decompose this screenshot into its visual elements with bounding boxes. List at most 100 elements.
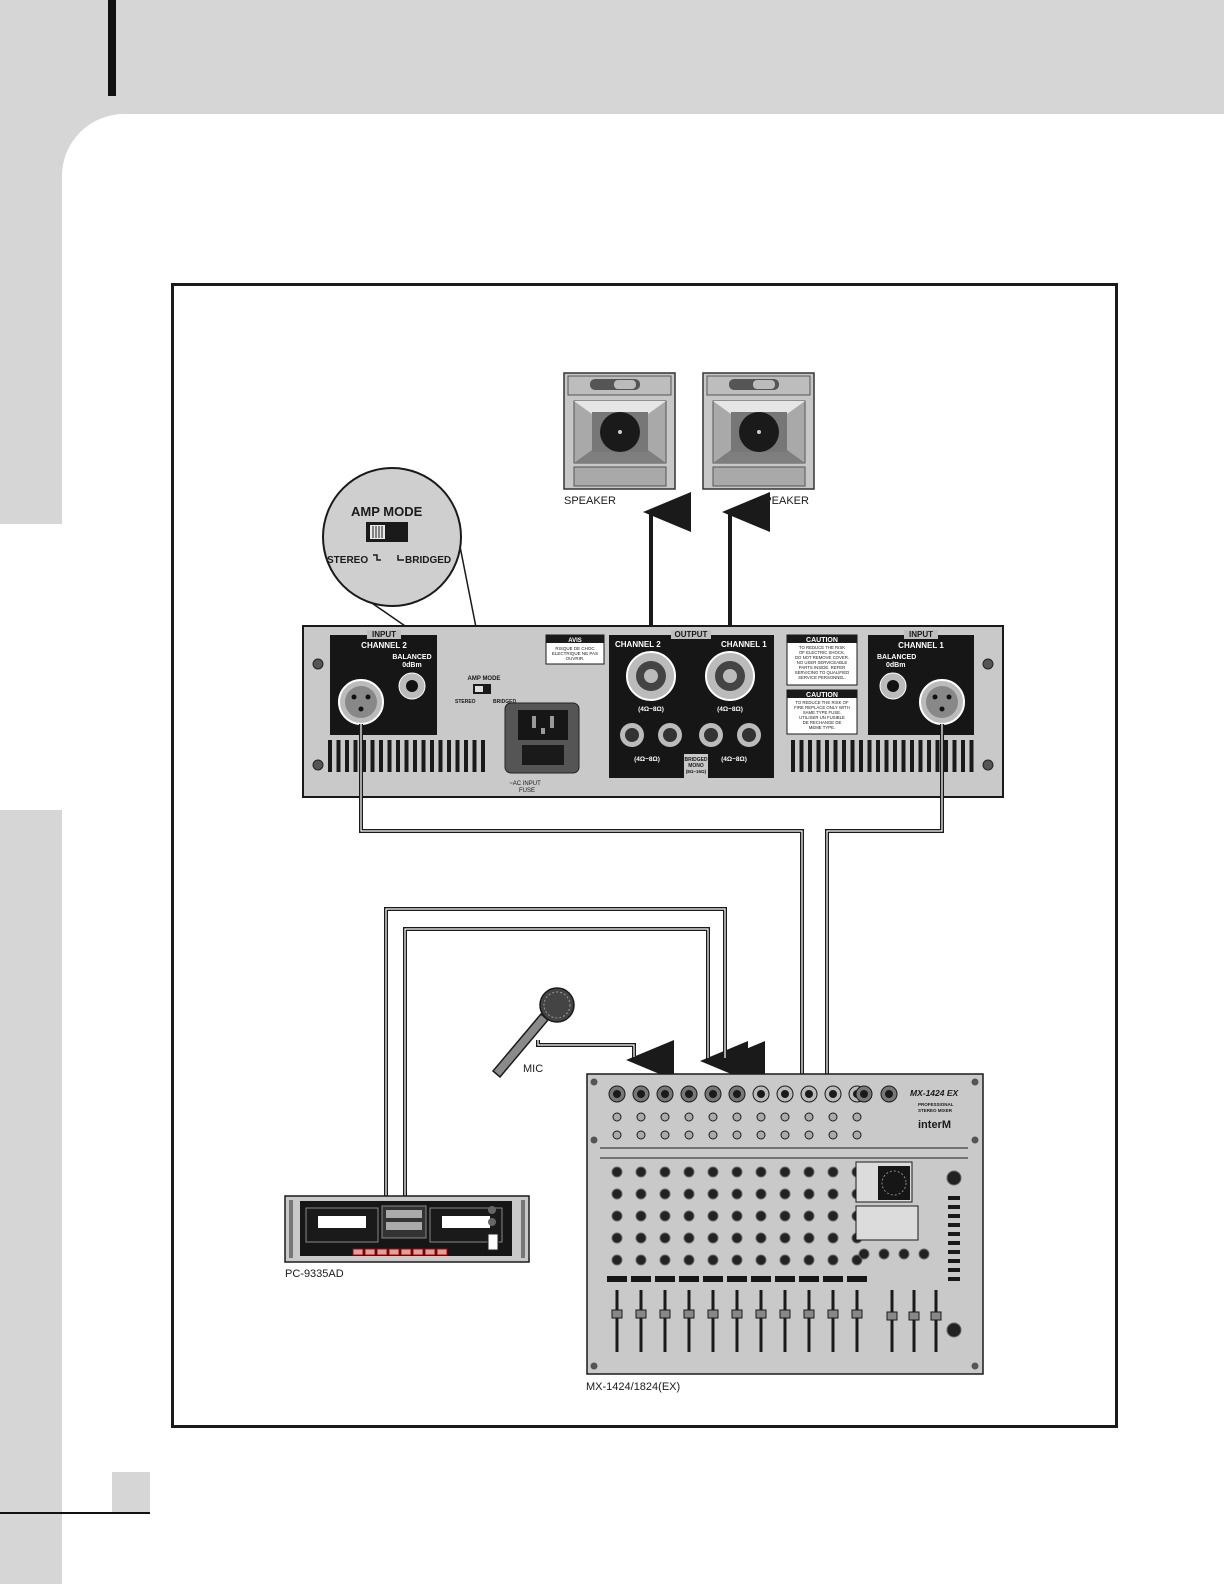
mixer-fader-track — [615, 1290, 619, 1352]
vent-slot — [952, 740, 957, 772]
mixer-knob — [659, 1166, 671, 1178]
mixer-knob — [827, 1232, 839, 1244]
mixer-line-jack — [684, 1112, 694, 1122]
fuse-label: FUSE — [519, 788, 535, 794]
input-ch2-tag: INPUT — [372, 630, 396, 639]
mixer-knob — [635, 1232, 647, 1244]
input-ch1-level: 0dBm — [886, 662, 905, 669]
header-rule — [108, 0, 116, 96]
mixer-master-fader-track — [912, 1290, 916, 1352]
input-ch1-tag: INPUT — [909, 630, 933, 639]
mixer-master-fader-cap — [886, 1311, 898, 1321]
mixer-knob — [779, 1254, 791, 1266]
bridged-impedance: (8Ω~16Ω) — [686, 769, 707, 774]
mixer-knob — [803, 1188, 815, 1200]
mixer-line-jack — [636, 1112, 646, 1122]
mixer-fader-track — [663, 1290, 667, 1352]
mixer-line-jack — [828, 1112, 838, 1122]
caution-1-line: DO NOT REMOVE COVER. — [795, 655, 849, 660]
ac-input-label: ~AC INPUT — [509, 781, 541, 787]
mixer-meter-led — [948, 1205, 960, 1209]
input-ch2-balanced: BALANCED — [392, 654, 431, 661]
mixer-channel-strips — [607, 1085, 962, 1352]
mixer-knob — [731, 1188, 743, 1200]
vent-slot — [961, 740, 965, 772]
mixer-knob — [707, 1188, 719, 1200]
vent-slot — [328, 740, 332, 772]
mixer-knob — [683, 1210, 695, 1222]
vent-slot — [447, 740, 451, 772]
bind-left-impedance: (4Ω~8Ω) — [634, 756, 660, 763]
caution-2-line: TO REDUCE THE RISK OF — [795, 700, 849, 705]
mixer-fader-cap — [659, 1309, 671, 1319]
mixer-knob — [755, 1232, 767, 1244]
avis-line-2: ELECTRIQUE NE PAS — [552, 651, 598, 656]
mixer-knob — [803, 1254, 815, 1266]
mixer-meter-led — [948, 1223, 960, 1227]
output-tag: OUTPUT — [675, 630, 708, 639]
panel-bridged-label: BRIDGED — [493, 699, 516, 705]
mixer-knob — [755, 1188, 767, 1200]
inset-bridged-label: BRIDGED — [405, 555, 451, 566]
speaker-left — [563, 372, 676, 490]
mixer-knob — [635, 1188, 647, 1200]
avis-line-1: RISQUE DE CHOC — [555, 646, 595, 651]
caution-2-line: UTILISER UN FUSIBLE — [799, 715, 845, 720]
vent-slot — [884, 740, 889, 772]
vent-slot — [944, 740, 948, 772]
mixer-subtitle-2: STEREO MIXER — [918, 1108, 953, 1113]
mixer-brand: interM — [918, 1119, 951, 1131]
input-ch2-level: 0dBm — [402, 662, 421, 669]
inset-title: AMP MODE — [351, 504, 423, 519]
vent-slot — [799, 740, 804, 772]
mixer-knob — [683, 1166, 695, 1178]
input-ch2-channel: CHANNEL 2 — [361, 641, 407, 650]
page-number-box — [112, 1472, 150, 1512]
mixer-fader-cap — [779, 1309, 791, 1319]
caution-2-line: DE RECHANGE DE — [803, 720, 842, 725]
mixer-fader-track — [711, 1290, 715, 1352]
mixer-master-knob — [858, 1248, 870, 1260]
mixer-fader-track — [855, 1290, 859, 1352]
input-ch1-channel: CHANNEL 1 — [898, 641, 944, 650]
panel-amp-mode-title: AMP MODE — [468, 676, 501, 682]
bridged-label: BRIDGED — [684, 757, 707, 763]
mixer-knob — [827, 1210, 839, 1222]
mixer-master-fader-track — [890, 1290, 894, 1352]
mixer-master-fader-cap — [908, 1311, 920, 1321]
caution-2-line: SAME TYPE FUSE. — [803, 710, 841, 715]
deck-label: PC-9335AD — [285, 1268, 344, 1280]
mixer-knob — [683, 1232, 695, 1244]
mixer-fader-track — [687, 1290, 691, 1352]
mixer-label: MX-1424/1824(EX) — [586, 1381, 680, 1393]
mixer-knob — [803, 1232, 815, 1244]
mixer-meter-led — [948, 1277, 960, 1281]
caution-1-line: NO USER SERVICEABLE — [797, 660, 848, 665]
caution-2-title: CAUTION — [806, 692, 838, 699]
mixer-knob — [779, 1166, 791, 1178]
vent-slot — [910, 740, 914, 772]
mixer-fader-track — [831, 1290, 835, 1352]
mixer-master-knob — [878, 1248, 890, 1260]
binding-posts[interactable] — [620, 723, 761, 747]
mixer-knob — [827, 1254, 839, 1266]
mixer-knob — [683, 1254, 695, 1266]
mixer-fader-track — [639, 1290, 643, 1352]
cooling-vents — [328, 740, 974, 772]
mixer-knob — [731, 1210, 743, 1222]
caution-1-line: TO REDUCE THE RISK — [799, 645, 845, 650]
side-tab-gap — [0, 524, 62, 810]
mixer-master-fader-track — [934, 1290, 938, 1352]
speaker-right-label: SPEAKER — [757, 495, 809, 507]
mixer-knob — [611, 1232, 623, 1244]
mixer-knob — [611, 1166, 623, 1178]
inset-stereo-label: STEREO — [327, 555, 368, 566]
microphone — [491, 987, 575, 1079]
cable-mic-to-mixer — [536, 1040, 674, 1080]
mixer-meter-led — [948, 1232, 960, 1236]
mixer-fader-cap — [707, 1309, 719, 1319]
deck-transport-buttons[interactable] — [352, 1248, 448, 1256]
mixer-knob — [827, 1188, 839, 1200]
mixer-knob — [611, 1188, 623, 1200]
caution-1-line: PARTS INSIDE. REFER — [799, 665, 845, 670]
